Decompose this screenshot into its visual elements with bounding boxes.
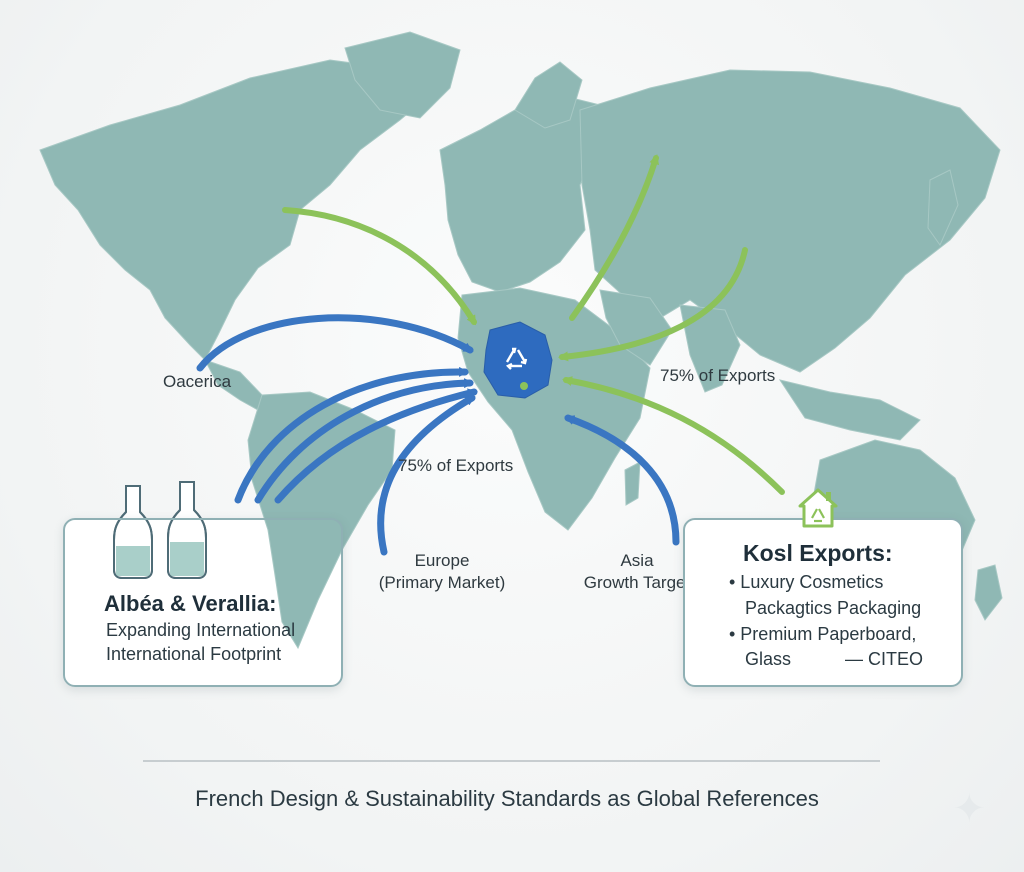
left-card-title: Albéa & Verallia: [104, 591, 277, 616]
label-europe-line1: Europe [414, 551, 470, 570]
arrow-south-america-1 [234, 366, 469, 504]
arrow-south-america-3 [274, 388, 478, 504]
recycle-icon [505, 347, 528, 370]
label-exports-center: 75% of Exports [398, 456, 514, 475]
right-card-bullet1-line2: Packagtics Packaging [745, 598, 922, 618]
arrow-asia-target [564, 414, 680, 546]
madagascar [624, 461, 641, 506]
label-asia-line2: Growth Target [583, 573, 691, 592]
france-highlight [483, 321, 553, 399]
asia [579, 69, 1001, 373]
southeast-asia-islands [778, 379, 921, 441]
label-asia-line1: Asia [620, 551, 654, 570]
albea-verallia-card [63, 518, 343, 687]
footer-divider [143, 760, 880, 762]
kosl-exports-card [683, 518, 963, 687]
label-asia: Asia Growth Target [578, 550, 696, 594]
right-card-title: Kosl Exports: [743, 540, 893, 566]
greenland [344, 31, 461, 119]
right-card-bullet2-line1: • Premium Paperboard, [729, 624, 917, 644]
label-europe: Europe (Primary Market) [370, 550, 514, 594]
label-europe-line2: (Primary Market) [378, 573, 506, 592]
label-exports-right: 75% of Exports [660, 366, 776, 385]
arrow-green-north [282, 207, 477, 326]
right-card-bullet2-line2b: — CITEO [845, 649, 924, 669]
recycle-house-icon [798, 488, 838, 528]
bottle-icon [113, 481, 207, 579]
footer-caption: French Design & Sustainability Standards… [195, 786, 819, 811]
arrow-europe-market [377, 394, 476, 556]
japan [927, 169, 959, 247]
arrow-north-america [196, 314, 474, 372]
scandinavia [514, 61, 583, 129]
arrow-south-america-2 [254, 378, 474, 504]
arrow-green-asia [558, 247, 748, 362]
label-americas: Oacerica [163, 372, 232, 391]
left-card-line2: International Footprint [106, 644, 282, 664]
location-pin-icon [520, 382, 528, 390]
arrow-green-australia [562, 376, 785, 495]
arrow-green-russia [569, 154, 660, 321]
north-america [39, 59, 431, 361]
sparkle-icon: ✦ [952, 787, 986, 831]
right-card-bullet2-line2a: Glass [745, 649, 792, 669]
new-zealand [974, 564, 1003, 621]
europe [439, 94, 601, 293]
left-card-line1: Expanding International [106, 620, 296, 640]
arabia [599, 289, 673, 366]
india [679, 304, 741, 393]
right-card-bullet1-line1: • Luxury Cosmetics [729, 572, 884, 592]
